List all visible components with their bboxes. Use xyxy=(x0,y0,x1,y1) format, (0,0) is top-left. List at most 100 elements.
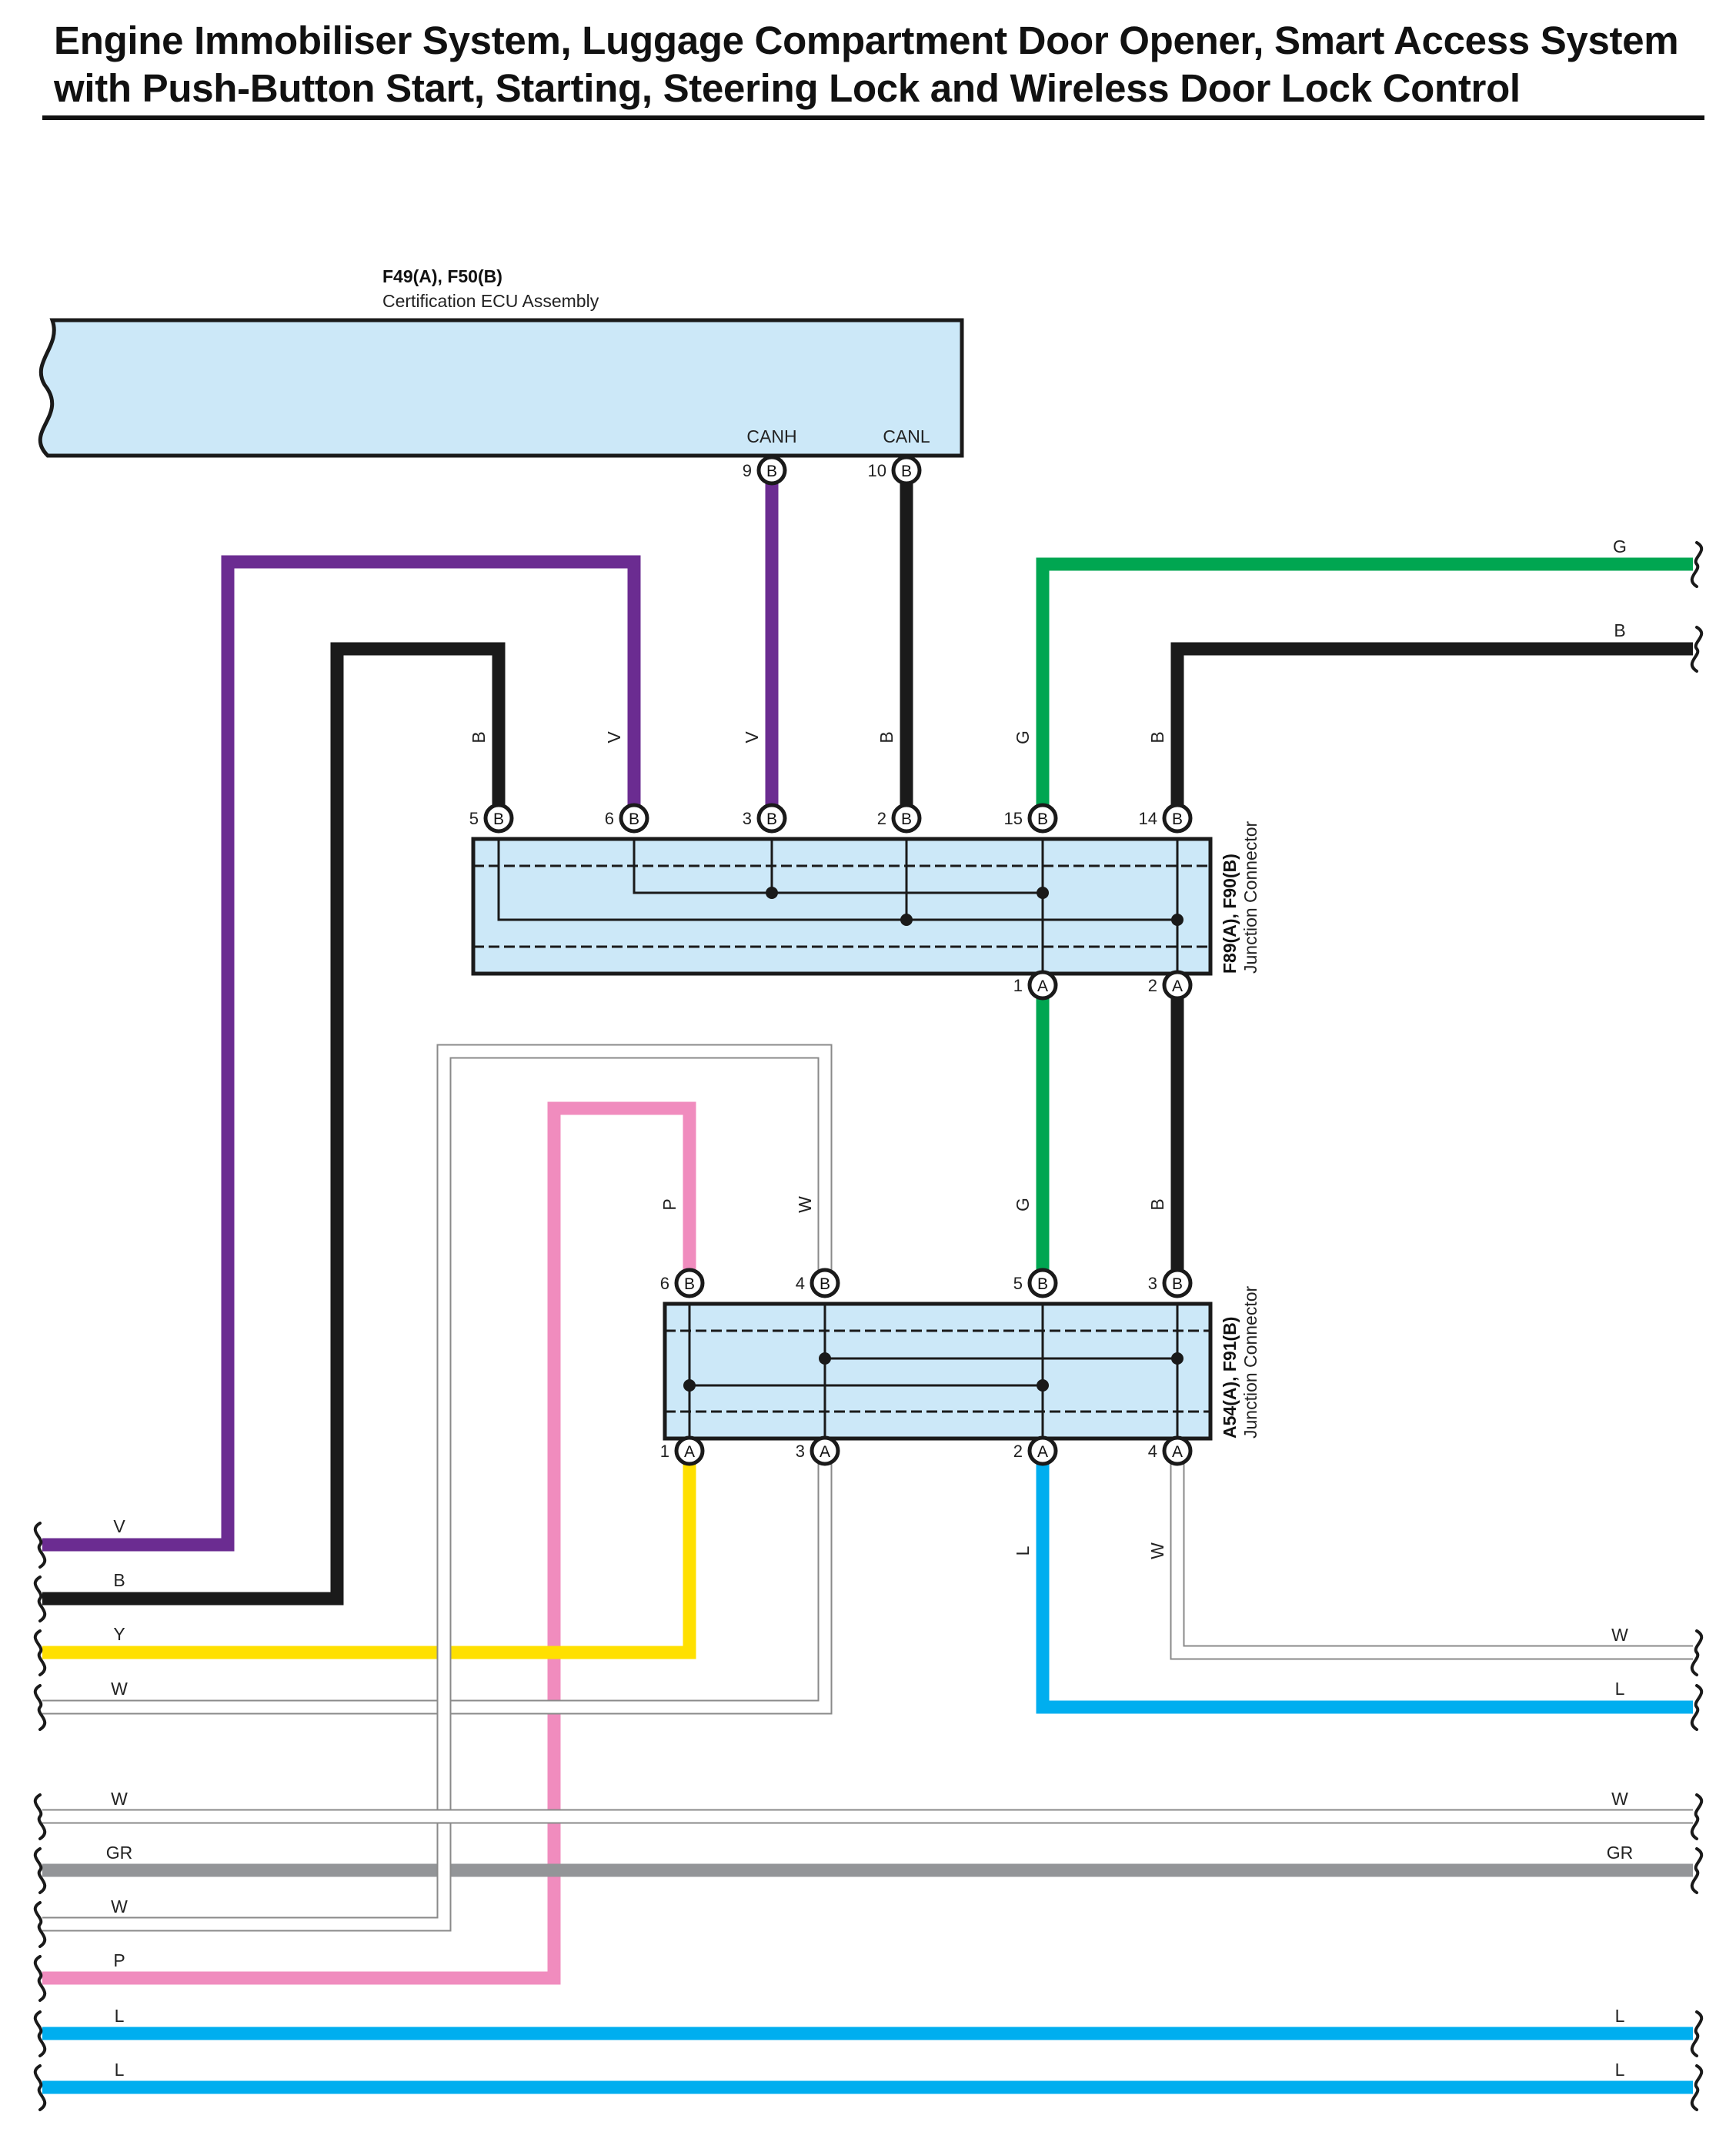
certification-ecu: F49(A), F50(B) Certification ECU Assembl… xyxy=(38,266,964,458)
j1-pin-2a: A 2 xyxy=(1148,970,1193,1001)
svg-text:B: B xyxy=(629,810,639,828)
break-left-gr xyxy=(33,1847,47,1894)
break-right-w xyxy=(1690,1629,1704,1676)
wire-w-loop xyxy=(42,1044,833,1932)
svg-text:A: A xyxy=(820,1443,830,1461)
svg-text:B: B xyxy=(901,810,912,828)
svg-text:3: 3 xyxy=(743,809,752,828)
j1-pin-1a: A 1 xyxy=(1013,970,1058,1001)
break-left-w-loop xyxy=(33,1901,47,1948)
label-right-l: L xyxy=(1615,1679,1625,1699)
label-left-w-long: W xyxy=(111,1789,128,1809)
break-left-l-1 xyxy=(33,2010,47,2057)
wire-g-right xyxy=(1036,557,1693,818)
title-underline xyxy=(42,115,1704,120)
label-left-b: B xyxy=(113,1570,125,1590)
svg-text:B: B xyxy=(766,810,777,828)
wire-b-right xyxy=(1170,642,1693,818)
label-wire-j1-6: V xyxy=(604,731,624,744)
wire-b-left xyxy=(42,642,506,1606)
j1-pin-5: B 5 xyxy=(469,803,514,834)
svg-text:B: B xyxy=(1037,1275,1048,1293)
wire-v-left xyxy=(42,555,641,1552)
j2-pin-3: B 3 xyxy=(1148,1268,1193,1298)
j2-pin-5: B 5 xyxy=(1013,1268,1058,1298)
svg-text:B: B xyxy=(684,1275,695,1293)
ecu-name: Certification ECU Assembly xyxy=(382,291,599,311)
title-line-1: Engine Immobiliser System, Luggage Compa… xyxy=(54,18,1679,62)
label-left-l-2: L xyxy=(115,2060,125,2080)
svg-text:B: B xyxy=(820,1275,830,1293)
label-wire-j2-2a: L xyxy=(1013,1545,1033,1556)
label-wire-j1-14: B xyxy=(1147,731,1167,743)
label-wire-j1-15: G xyxy=(1013,730,1033,744)
junction1-connector-id: F89(A), F90(B) xyxy=(1220,854,1240,974)
break-right-b xyxy=(1690,626,1704,673)
j2-pin-3a: A 3 xyxy=(796,1435,840,1466)
svg-text:9: 9 xyxy=(743,461,752,480)
label-wire-j1-2: B xyxy=(876,731,896,743)
ecu-pin-canl-signal: CANL xyxy=(883,426,930,446)
break-left-y xyxy=(33,1629,47,1676)
break-left-v xyxy=(33,1522,47,1569)
break-left-p xyxy=(33,1955,47,2002)
svg-text:14: 14 xyxy=(1139,809,1157,828)
break-left-l-2 xyxy=(33,2064,47,2111)
svg-text:2: 2 xyxy=(877,809,886,828)
svg-text:3: 3 xyxy=(1148,1274,1157,1293)
label-left-v: V xyxy=(113,1516,125,1536)
svg-text:6: 6 xyxy=(605,809,614,828)
j1-pin-15: B 15 xyxy=(1004,803,1058,834)
break-right-l-1 xyxy=(1690,2010,1704,2057)
label-wire-j1-3: V xyxy=(742,731,762,744)
label-right-l-2: L xyxy=(1615,2060,1625,2080)
j2-pin-4: B 4 xyxy=(796,1268,840,1298)
label-left-l-1: L xyxy=(115,2006,125,2026)
label-wire-j2-3: B xyxy=(1147,1198,1167,1210)
j1-pin-6: B 6 xyxy=(605,803,649,834)
svg-text:B: B xyxy=(1172,1275,1183,1293)
wire-w-right xyxy=(1170,1451,1693,1660)
ecu-connector-id: F49(A), F50(B) xyxy=(382,266,502,286)
white-wires xyxy=(42,1044,1693,1932)
label-left-w: W xyxy=(111,1679,128,1699)
svg-text:1: 1 xyxy=(1013,976,1023,995)
j1-pin-2: B 2 xyxy=(877,803,922,834)
svg-text:4: 4 xyxy=(796,1274,805,1293)
svg-text:A: A xyxy=(1037,1443,1048,1461)
label-right-g: G xyxy=(1613,536,1627,556)
break-right-w-long xyxy=(1690,1793,1704,1840)
ecu-pin-10: B 10 xyxy=(868,455,922,486)
svg-text:A: A xyxy=(1172,977,1183,995)
wires xyxy=(42,470,1693,2094)
label-right-l-1: L xyxy=(1615,2006,1625,2026)
wire-y xyxy=(42,1451,696,1659)
ecu-pin-canh-signal: CANH xyxy=(746,426,796,446)
break-right-g xyxy=(1690,541,1704,588)
vertical-wire-labels: B V V B G B P W G B L W xyxy=(469,730,1167,1559)
j2-pin-6: B 6 xyxy=(660,1268,705,1298)
label-left-y: Y xyxy=(113,1624,125,1644)
title-line-2: with Push-Button Start, Starting, Steeri… xyxy=(54,66,1521,110)
label-wire-j2-4a: W xyxy=(1147,1542,1167,1559)
svg-text:15: 15 xyxy=(1004,809,1023,828)
label-left-w-loop: W xyxy=(111,1896,128,1916)
label-wire-j2-6: P xyxy=(659,1198,679,1210)
svg-text:B: B xyxy=(766,463,777,480)
j1-pin-14: B 14 xyxy=(1139,803,1193,834)
break-right-l-2 xyxy=(1690,2064,1704,2111)
svg-text:5: 5 xyxy=(469,809,479,828)
label-right-w: W xyxy=(1611,1625,1628,1645)
j1-pin-3: B 3 xyxy=(743,803,787,834)
ecu-pin-9: B 9 xyxy=(743,455,787,486)
wire-w-junction-left xyxy=(42,1451,833,1715)
junction-connector-1: F89(A), F90(B) Junction Connector xyxy=(471,820,1260,976)
svg-text:B: B xyxy=(1037,810,1048,828)
wire-l-junction xyxy=(1036,1451,1693,1714)
label-left-gr: GR xyxy=(106,1843,133,1863)
svg-text:5: 5 xyxy=(1013,1274,1023,1293)
svg-text:A: A xyxy=(1172,1443,1183,1461)
break-left-b xyxy=(33,1576,47,1622)
junction-connector-2: A54(A), F91(B) Junction Connector xyxy=(663,1285,1260,1441)
label-wire-j2-5: G xyxy=(1013,1198,1033,1211)
